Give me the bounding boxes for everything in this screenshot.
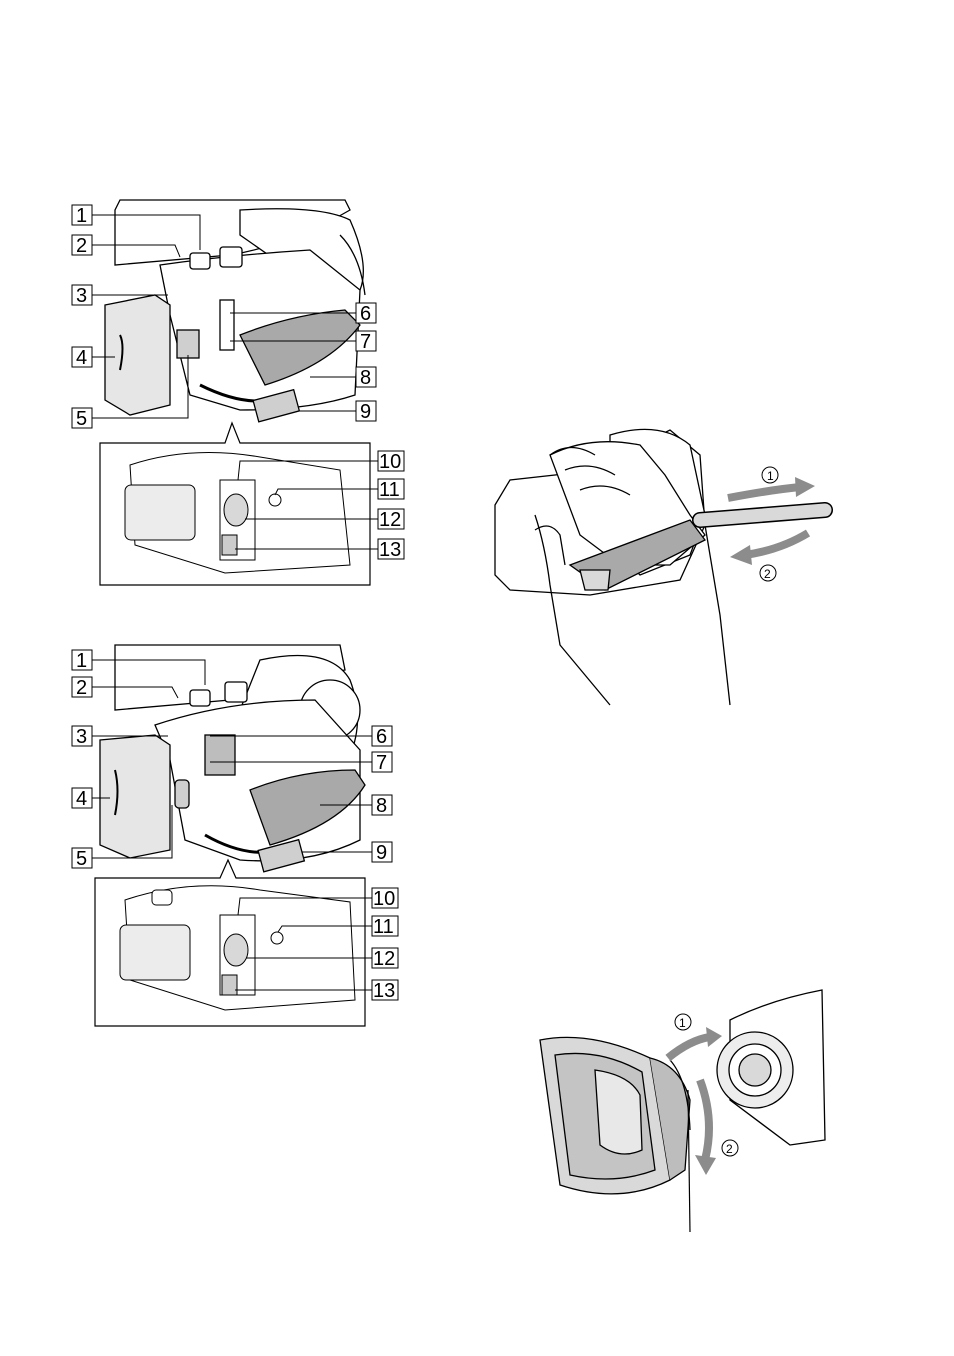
camcorder-front [717, 990, 825, 1145]
label-7: 7 [360, 331, 371, 353]
label-3: 3 [76, 285, 87, 307]
label-11: 11 [379, 479, 400, 501]
label-13: 13 [373, 980, 395, 1002]
svg-text:1: 1 [679, 1016, 686, 1030]
label-6: 6 [360, 303, 371, 325]
label-10: 10 [373, 888, 395, 910]
label-8: 8 [360, 367, 371, 389]
lens-hood-diagram: ① 1 ② 2 [530, 980, 830, 1240]
lens-hood [540, 1037, 690, 1194]
label-2: 2 [76, 677, 87, 699]
label-4: 4 [76, 788, 87, 810]
label-1: 1 [76, 650, 87, 672]
camcorder-diagram-b: 1 2 3 4 5 6 7 8 9 10 [60, 640, 420, 1035]
label-9: 9 [360, 401, 371, 423]
label-2: 2 [76, 235, 87, 257]
arrow-back [730, 533, 808, 565]
camcorder-in-hand [495, 429, 730, 705]
label-11: 11 [373, 916, 394, 938]
label-7: 7 [376, 752, 387, 774]
label-1: 1 [76, 205, 87, 227]
svg-text:1: 1 [767, 469, 774, 483]
label-5: 5 [76, 408, 87, 430]
label-10: 10 [379, 451, 401, 473]
label-12: 12 [373, 948, 395, 970]
arrow-attach [668, 1027, 722, 1058]
svg-text:2: 2 [764, 567, 771, 581]
label-12: 12 [379, 509, 401, 531]
label-13: 13 [379, 539, 401, 561]
label-9: 9 [376, 842, 387, 864]
label-3: 3 [76, 726, 87, 748]
camcorder-body [105, 200, 365, 422]
arrow-rotate [695, 1080, 716, 1175]
label-4: 4 [76, 347, 87, 369]
svg-text:2: 2 [726, 1142, 733, 1156]
camcorder-diagram-a: 1 2 3 4 5 6 7 8 9 10 [60, 195, 420, 595]
camcorder-body [100, 645, 365, 872]
label-5: 5 [76, 848, 87, 870]
grip-belt-diagram: ① 1 ② 2 [490, 415, 850, 715]
label-8: 8 [376, 795, 387, 817]
inset-a: 10 11 12 13 [100, 423, 404, 585]
label-6: 6 [376, 726, 387, 748]
inset-b: 10 11 12 13 [95, 860, 398, 1026]
